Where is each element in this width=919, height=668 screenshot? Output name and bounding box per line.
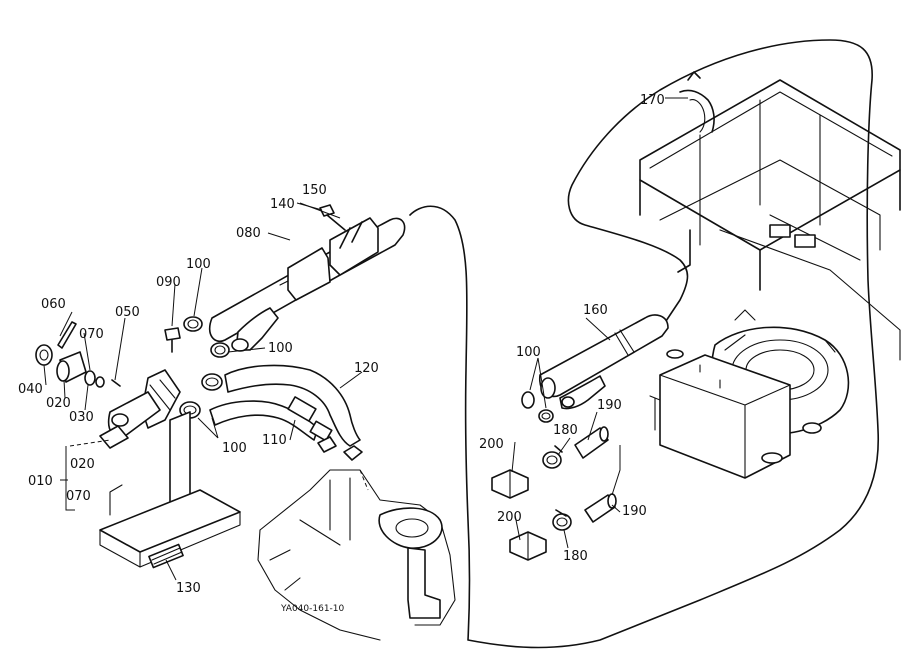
frame-structure bbox=[639, 79, 901, 361]
label-190-a: 190 bbox=[597, 398, 622, 413]
label-030: 030 bbox=[69, 410, 94, 425]
label-170: 170 bbox=[640, 93, 665, 108]
label-150: 150 bbox=[302, 183, 327, 198]
label-200-b: 200 bbox=[497, 510, 522, 525]
assembly-boundary-outline bbox=[409, 39, 880, 649]
hoses-190 bbox=[574, 426, 617, 523]
engine-mount-bracket bbox=[99, 411, 241, 569]
label-140: 140 bbox=[270, 197, 295, 212]
clamp-170 bbox=[679, 71, 715, 133]
hoses-110-120 bbox=[209, 364, 363, 461]
pipe-160 bbox=[539, 314, 669, 410]
figure-code: YA040-161-10 bbox=[280, 604, 345, 614]
label-050: 050 bbox=[115, 305, 140, 320]
label-060: 060 bbox=[41, 297, 66, 312]
label-200-a: 200 bbox=[479, 437, 504, 452]
label-010: 010 bbox=[28, 474, 53, 489]
part-number-labels: 170 150 140 080 100 090 060 050 070 100 … bbox=[18, 93, 665, 596]
label-040: 040 bbox=[18, 382, 43, 397]
label-090: 090 bbox=[156, 275, 181, 290]
label-100-c: 100 bbox=[222, 441, 247, 456]
label-070-b: 070 bbox=[66, 489, 91, 504]
label-130: 130 bbox=[176, 581, 201, 596]
label-020-b: 020 bbox=[70, 457, 95, 472]
hose-clamps-right bbox=[521, 391, 572, 531]
label-110: 110 bbox=[262, 433, 287, 448]
label-020-a: 020 bbox=[46, 396, 71, 411]
drain-cocks-200 bbox=[491, 469, 547, 561]
leader-lines bbox=[43, 97, 688, 581]
label-160: 160 bbox=[583, 303, 608, 318]
pipe-080-assembly bbox=[208, 204, 406, 352]
label-180-b: 180 bbox=[563, 549, 588, 564]
radiator-tank bbox=[649, 349, 822, 479]
label-080: 080 bbox=[236, 226, 261, 241]
label-120: 120 bbox=[354, 361, 379, 376]
label-190-b: 190 bbox=[622, 504, 647, 519]
label-100-d: 100 bbox=[516, 345, 541, 360]
engine-block bbox=[257, 469, 456, 641]
water-outlet-010 bbox=[99, 369, 181, 449]
label-070-a: 070 bbox=[79, 327, 104, 342]
label-180-a: 180 bbox=[553, 423, 578, 438]
label-100-a: 100 bbox=[186, 257, 211, 272]
small-parts-cluster bbox=[35, 321, 181, 388]
label-100-b: 100 bbox=[268, 341, 293, 356]
